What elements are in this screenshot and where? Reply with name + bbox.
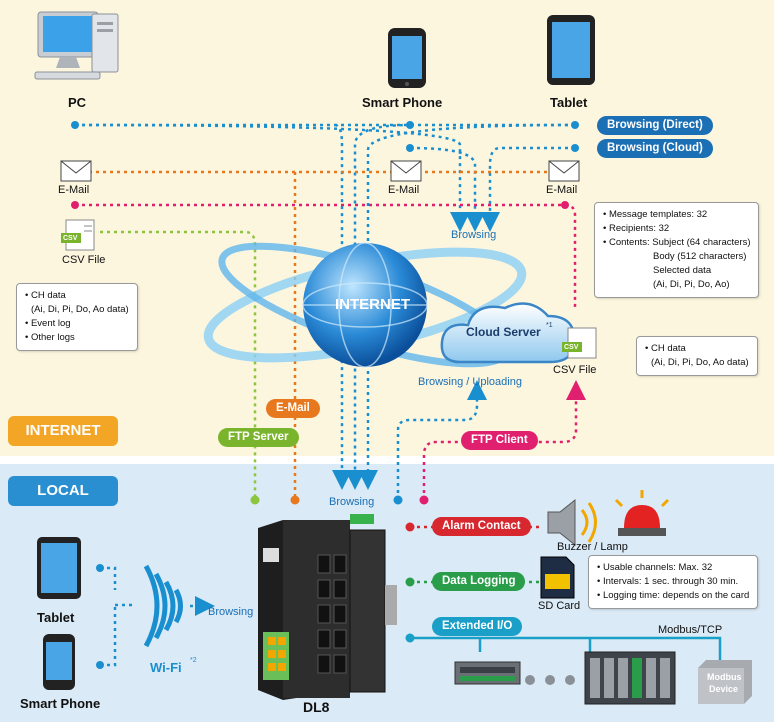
email-line	[75, 170, 555, 500]
smartphone-icon	[388, 28, 426, 88]
wifi-left-lines	[100, 566, 132, 667]
csv-right-label: CSV File	[553, 364, 597, 376]
browsing-direct-pill: Browsing (Direct)	[597, 116, 713, 135]
email-right-label: E-Mail	[546, 184, 578, 196]
csv-right-callout: • CH data (Ai, Di, Pi, Do, Ao data)	[636, 336, 758, 376]
callout-line: (Ai, Di, Pi, Do, Ao)	[653, 279, 730, 290]
dl8-label: DL8	[303, 699, 330, 715]
callout-line: • Other logs	[25, 332, 75, 343]
browsing-cloud-pill: Browsing (Cloud)	[597, 139, 713, 158]
sd-callout: • Usable channels: Max. 32 • Intervals: …	[588, 555, 759, 609]
smart-phone-label: Smart Phone	[362, 95, 443, 110]
cloud-server-note: *1	[546, 322, 553, 329]
internet-globe-label: INTERNET	[335, 296, 410, 313]
callout-line: • Message templates: 32	[603, 209, 708, 220]
browsing-local-label: Browsing	[329, 496, 375, 508]
ftp-server-pill: FTP Server	[218, 428, 299, 447]
callout-line: Selected data	[653, 265, 712, 276]
callout-line: • Intervals: 1 sec. through 30 min.	[597, 576, 739, 587]
ftp-server-line	[100, 230, 257, 500]
email-pill: E-Mail	[266, 399, 320, 418]
dl8-device-icon	[258, 514, 397, 700]
tablet-label: Tablet	[550, 95, 588, 110]
extended-io-line	[410, 636, 722, 665]
io-module-icon	[454, 661, 521, 685]
wifi-label: Wi-Fi	[150, 660, 182, 675]
callout-line: • CH data	[645, 343, 686, 354]
callout-line: • Logging time: depends on the card	[597, 590, 750, 601]
data-logging-pill: Data Logging	[432, 572, 526, 591]
callout-line: (Ai, Di, Pi, Do, Ao data)	[651, 357, 749, 368]
browsing-cloud-target-label: Browsing	[451, 229, 497, 241]
callout-line: (Ai, Di, Pi, Do, Ao data)	[31, 304, 129, 315]
modbus-tcp-label: Modbus/TCP	[658, 624, 723, 636]
csv-file-icon-left	[61, 219, 95, 251]
csv-left-label: CSV File	[62, 254, 106, 266]
smart-phone-local-label: Smart Phone	[20, 696, 101, 711]
lamp-icon	[614, 490, 670, 536]
zone-internet-label: INTERNET	[8, 416, 118, 446]
tablet-icon-local	[37, 537, 81, 599]
callout-line: Body (512 characters)	[653, 251, 747, 262]
wifi-icon	[143, 564, 183, 648]
modbus-device-label-1: Modbus	[707, 672, 742, 682]
browsing-direct-line	[75, 123, 576, 490]
callout-line: • Recipients: 32	[603, 223, 670, 234]
callout-line: • CH data	[25, 290, 66, 301]
modbus-device-label-2: Device	[709, 684, 739, 694]
pc-icon	[34, 11, 119, 80]
extended-io-pill: Extended I/O	[432, 617, 523, 636]
tablet-icon	[547, 15, 595, 85]
csv-right-icon-text: CSV	[564, 344, 579, 351]
csv-file-icon-right	[562, 327, 597, 359]
ftp-client-pill: FTP Client	[461, 431, 538, 450]
modbus-device-icon	[698, 660, 752, 704]
wifi-note: *2	[190, 657, 197, 664]
browsing-cloud-line	[74, 123, 575, 232]
callout-line: • Usable channels: Max. 32	[597, 562, 713, 573]
envelope-icon-left	[60, 160, 92, 182]
envelope-icon-right	[548, 160, 580, 182]
tablet-local-label: Tablet	[37, 610, 75, 625]
callout-line: • Contents: Subject (64 characters)	[603, 237, 751, 248]
envelope-icon-mid	[390, 160, 422, 182]
browsing-wifi-label: Browsing	[208, 606, 254, 618]
zone-local-label: LOCAL	[8, 476, 118, 506]
speaker-icon	[547, 498, 597, 547]
buzzer-lamp-label: Buzzer / Lamp	[557, 541, 628, 553]
callout-line: • Event log	[25, 318, 71, 329]
io-rack-icon	[584, 651, 676, 705]
csv-left-callout: • CH data (Ai, Di, Pi, Do, Ao data) • Ev…	[16, 283, 138, 351]
pc-label: PC	[68, 95, 87, 110]
sd-card-label: SD Card	[538, 600, 581, 612]
alarm-contact-pill: Alarm Contact	[432, 517, 531, 536]
email-mid-label: E-Mail	[388, 184, 420, 196]
cloud-server-label: Cloud Server	[466, 325, 541, 339]
sd-card-icon	[540, 556, 575, 599]
smartphone-icon-local	[43, 634, 75, 690]
email-left-label: E-Mail	[58, 184, 90, 196]
browsing-uploading-label: Browsing / Uploading	[418, 376, 522, 388]
email-callout: • Message templates: 32 • Recipients: 32…	[594, 202, 760, 298]
csv-left-icon-text: CSV	[63, 235, 78, 242]
